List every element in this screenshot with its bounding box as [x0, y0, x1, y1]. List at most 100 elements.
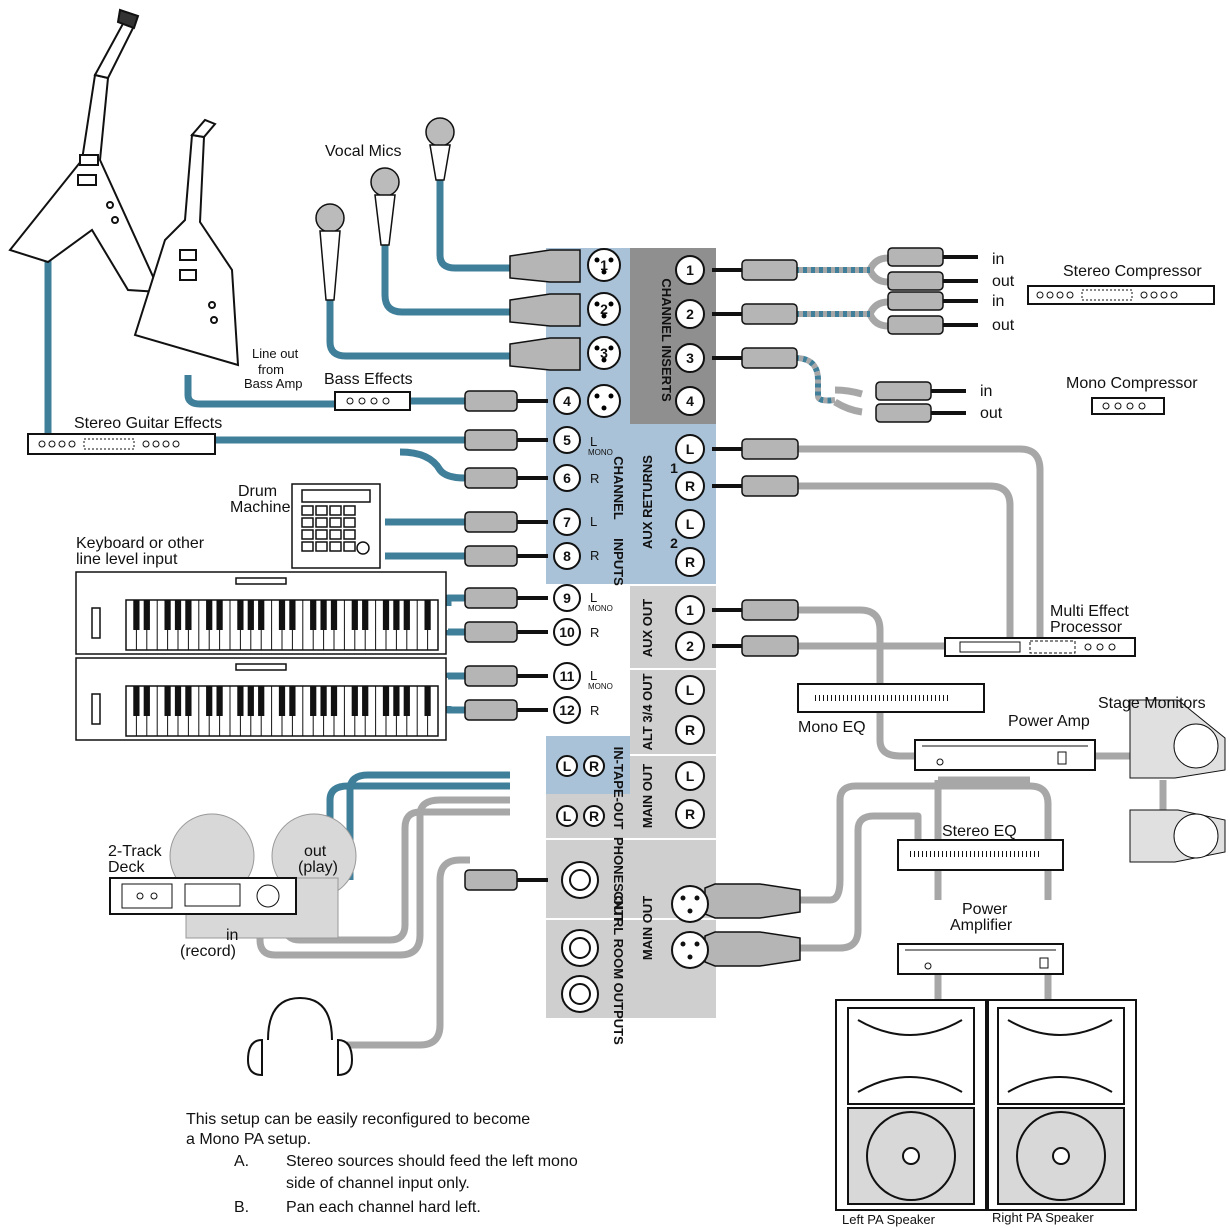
plug-5	[464, 429, 518, 451]
power-amplifier-unit	[897, 943, 1064, 975]
ins3-split-a	[834, 386, 863, 398]
kb1-right-cable	[444, 628, 465, 636]
plug-12	[464, 699, 518, 721]
plug-7	[464, 511, 518, 533]
tape-in-r: R	[589, 758, 599, 774]
channel-inserts-title: CHANNEL INSERTS	[659, 278, 674, 402]
input-5-label: 5	[563, 432, 571, 448]
note-a-text-2: side of channel input only.	[286, 1175, 470, 1192]
main-right-cable	[800, 812, 922, 952]
main-left-cable	[800, 782, 1052, 904]
xlr-jack-2[interactable]	[587, 292, 621, 326]
ins3-in-label: in	[980, 383, 992, 400]
guitar-1	[8, 8, 162, 294]
plug-ins-2-out	[887, 315, 944, 335]
main-out-title-1: MAIN OUT	[640, 764, 655, 828]
diagram-labels: Vocal Mics Line out from Bass Amp Bass E…	[74, 143, 1206, 1227]
plug-aux-out-2	[741, 635, 799, 657]
line-out-label-2: from	[258, 362, 284, 377]
ins2-split-b	[866, 312, 889, 330]
tape-out-r: R	[589, 808, 599, 824]
panel-titles: CHANNEL INSERTS CHANNEL INPUTS AUX RETUR…	[611, 278, 674, 1045]
stereo-compressor-label: Stereo Compressor	[1063, 263, 1202, 280]
plug-4	[464, 390, 518, 412]
plug-aux-ret-2	[741, 475, 799, 497]
tape-in-l: L	[563, 758, 572, 774]
side-r-12: R	[590, 703, 599, 718]
mono-eq-label: Mono EQ	[798, 719, 866, 736]
xlr-jack-3[interactable]	[587, 336, 621, 370]
input-7-label: 7	[563, 514, 571, 530]
tape-out-l: L	[563, 808, 572, 824]
right-pa-speaker	[987, 999, 1137, 1211]
bass-line-cable	[184, 375, 335, 408]
out-play-label-1: out	[304, 843, 327, 860]
note-line-1: This setup can be easily reconfigured to…	[186, 1111, 531, 1128]
side-l-5: L	[590, 434, 597, 449]
ins3-out-label: out	[980, 405, 1003, 422]
xlr-plug-3	[509, 337, 581, 371]
headphone-cable-top	[436, 856, 470, 881]
main-out-title-2: MAIN OUT	[640, 896, 655, 960]
xlr-main-pins	[680, 895, 700, 960]
main-out-r: R	[685, 806, 695, 822]
aux-return-2-cable	[798, 482, 1014, 640]
plug-10	[464, 621, 518, 643]
side-l-9: L	[590, 590, 597, 605]
tape-record-left	[256, 796, 510, 959]
aux-return-2l: L	[686, 516, 695, 532]
mono-9: MONO	[588, 604, 613, 613]
power-amp-label: Power Amp	[1008, 713, 1090, 730]
jack-circles	[553, 255, 709, 1013]
multi-effect-label-2: Processor	[1050, 619, 1123, 636]
ins2-in-label: in	[992, 293, 1004, 310]
left-pa-speaker	[835, 999, 987, 1211]
input-10-label: 10	[559, 624, 575, 640]
ins1-in-label: in	[992, 251, 1004, 268]
side-r-10: R	[590, 625, 599, 640]
mic-cable-1	[436, 178, 510, 272]
plug-11	[464, 665, 518, 687]
plug-6	[464, 467, 518, 489]
xlr-plug-main-l	[704, 883, 801, 919]
out-play-label-2: (play)	[298, 859, 338, 876]
keyboard-label-2: line level input	[76, 551, 178, 568]
drum-label-2: Machine	[230, 499, 291, 516]
microphones	[315, 117, 455, 301]
aux-return-2r: R	[685, 554, 695, 570]
note-b-text: Pan each channel hard left.	[286, 1199, 481, 1216]
alt-out-r: R	[685, 722, 695, 738]
plug-ins-3-out	[875, 403, 932, 423]
xlr-plug-main-r	[704, 931, 801, 967]
insert-cables	[794, 267, 870, 404]
side-l-11: L	[590, 668, 597, 683]
plug-ins-1-out	[887, 271, 944, 291]
power-amp-unit	[914, 739, 1096, 771]
main-out-l: L	[686, 768, 695, 784]
note-b-letter: B.	[234, 1199, 250, 1216]
aux-out-2: 2	[686, 638, 694, 654]
headphone-cable	[345, 880, 444, 1049]
mono-compressor-unit	[1091, 397, 1165, 415]
mono-5: MONO	[588, 448, 613, 457]
note-a-text-1: Stereo sources should feed the left mono	[286, 1153, 578, 1170]
mic-cable-2	[381, 245, 510, 316]
input-12-label: 12	[559, 702, 575, 718]
stereo-guitar-effects-unit	[27, 433, 216, 455]
insert-3-label: 3	[686, 350, 694, 366]
right-pa-label: Right PA Speaker	[992, 1210, 1094, 1225]
guitar-fx-right-cable	[399, 448, 466, 482]
xlr-jack-4[interactable]	[587, 384, 621, 418]
stage-monitor-1	[1129, 699, 1226, 779]
insert-1-label: 1	[686, 262, 694, 278]
input-9-label: 9	[563, 590, 571, 606]
input-2-label: 2	[600, 301, 608, 317]
side-r-6: R	[590, 471, 599, 486]
xlr-jack-1[interactable]	[587, 248, 621, 282]
left-pa-label: Left PA Speaker	[842, 1212, 936, 1227]
plug-ins-2	[741, 303, 798, 325]
input-3-label: 3	[600, 345, 608, 361]
insert-2-label: 2	[686, 306, 694, 322]
aux-returns-title: AUX RETURNS	[640, 455, 655, 549]
aux-return-num-2: 2	[670, 535, 678, 551]
